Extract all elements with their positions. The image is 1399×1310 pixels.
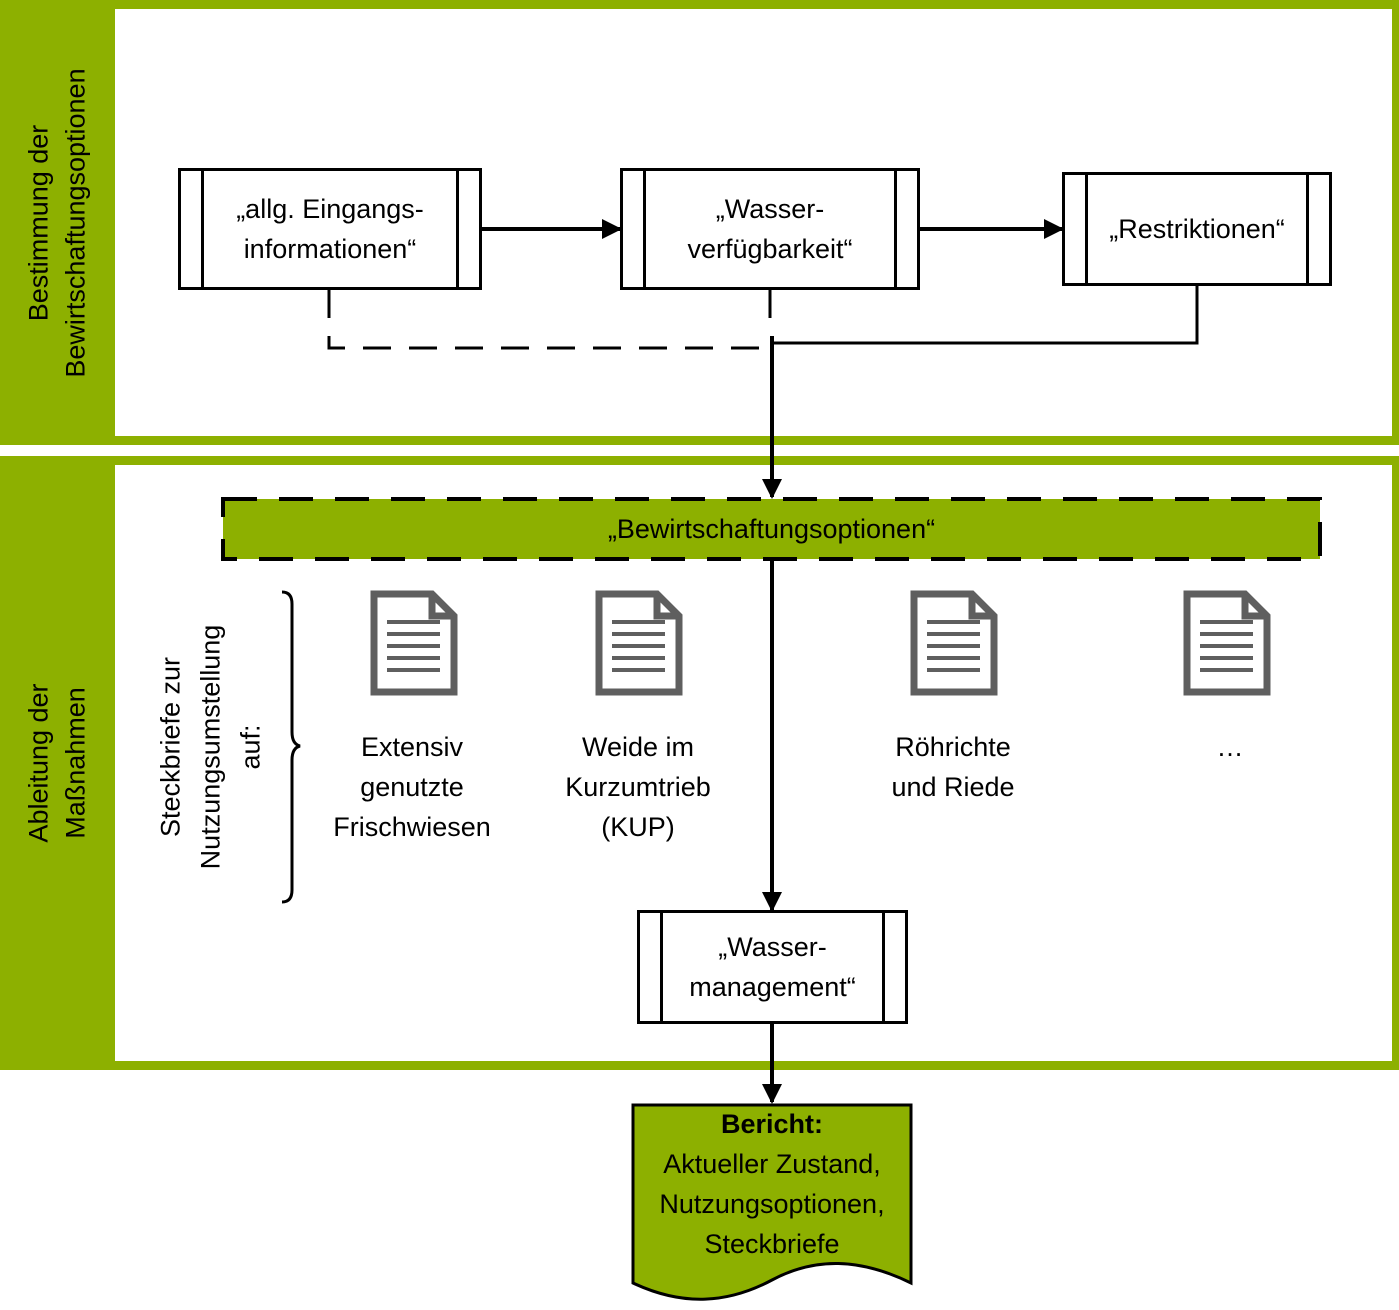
process-box-input-info: „allg. Eingangs- informationen“ [178,168,482,290]
options-bar-shape [223,499,1320,559]
document-icon [370,590,458,696]
process-box-restrictions-label: „Restriktionen“ [1109,214,1285,244]
connector-restrictions [772,286,1199,345]
profiles-label: Steckbriefe zur Nutzungsumstellung auf: [155,624,266,870]
document-icon [910,590,998,696]
profiles-label-container: Steckbriefe zur Nutzungsumstellung auf: [150,592,270,902]
profile-caption-frischwiesen: Extensiv genutzte Frischwiesen [333,732,491,842]
process-box-water-management: „Wasser- management“ [637,910,908,1024]
options-bar-dashed-border [221,497,1322,561]
document-icon [595,590,683,696]
dashed-connector-input [327,290,770,350]
options-bar-label: „Bewirtschaftungsoptionen“ [607,514,936,544]
report-title: Bericht: [720,1109,823,1139]
process-box-restrictions: „Restriktionen“ [1062,172,1332,286]
profiles-brace [281,590,301,904]
process-box-water-availability-label: „Wasser- verfügbarkeit“ [687,194,853,264]
process-box-water-management-label: „Wasser- management“ [689,932,856,1002]
report-lines: Aktueller Zustand, Nutzungsoptionen, Ste… [659,1149,885,1259]
report-shape [631,1103,913,1301]
document-icon [1183,590,1271,696]
process-box-input-info-label: „allg. Eingangs- informationen“ [236,194,424,264]
profile-caption-roehrichte: Röhrichte und Riede [891,732,1015,802]
profile-caption-kup: Weide im Kurzumtrieb (KUP) [565,732,711,842]
profile-caption-more: … [1216,732,1244,762]
process-box-water-availability: „Wasser- verfügbarkeit“ [620,168,920,290]
